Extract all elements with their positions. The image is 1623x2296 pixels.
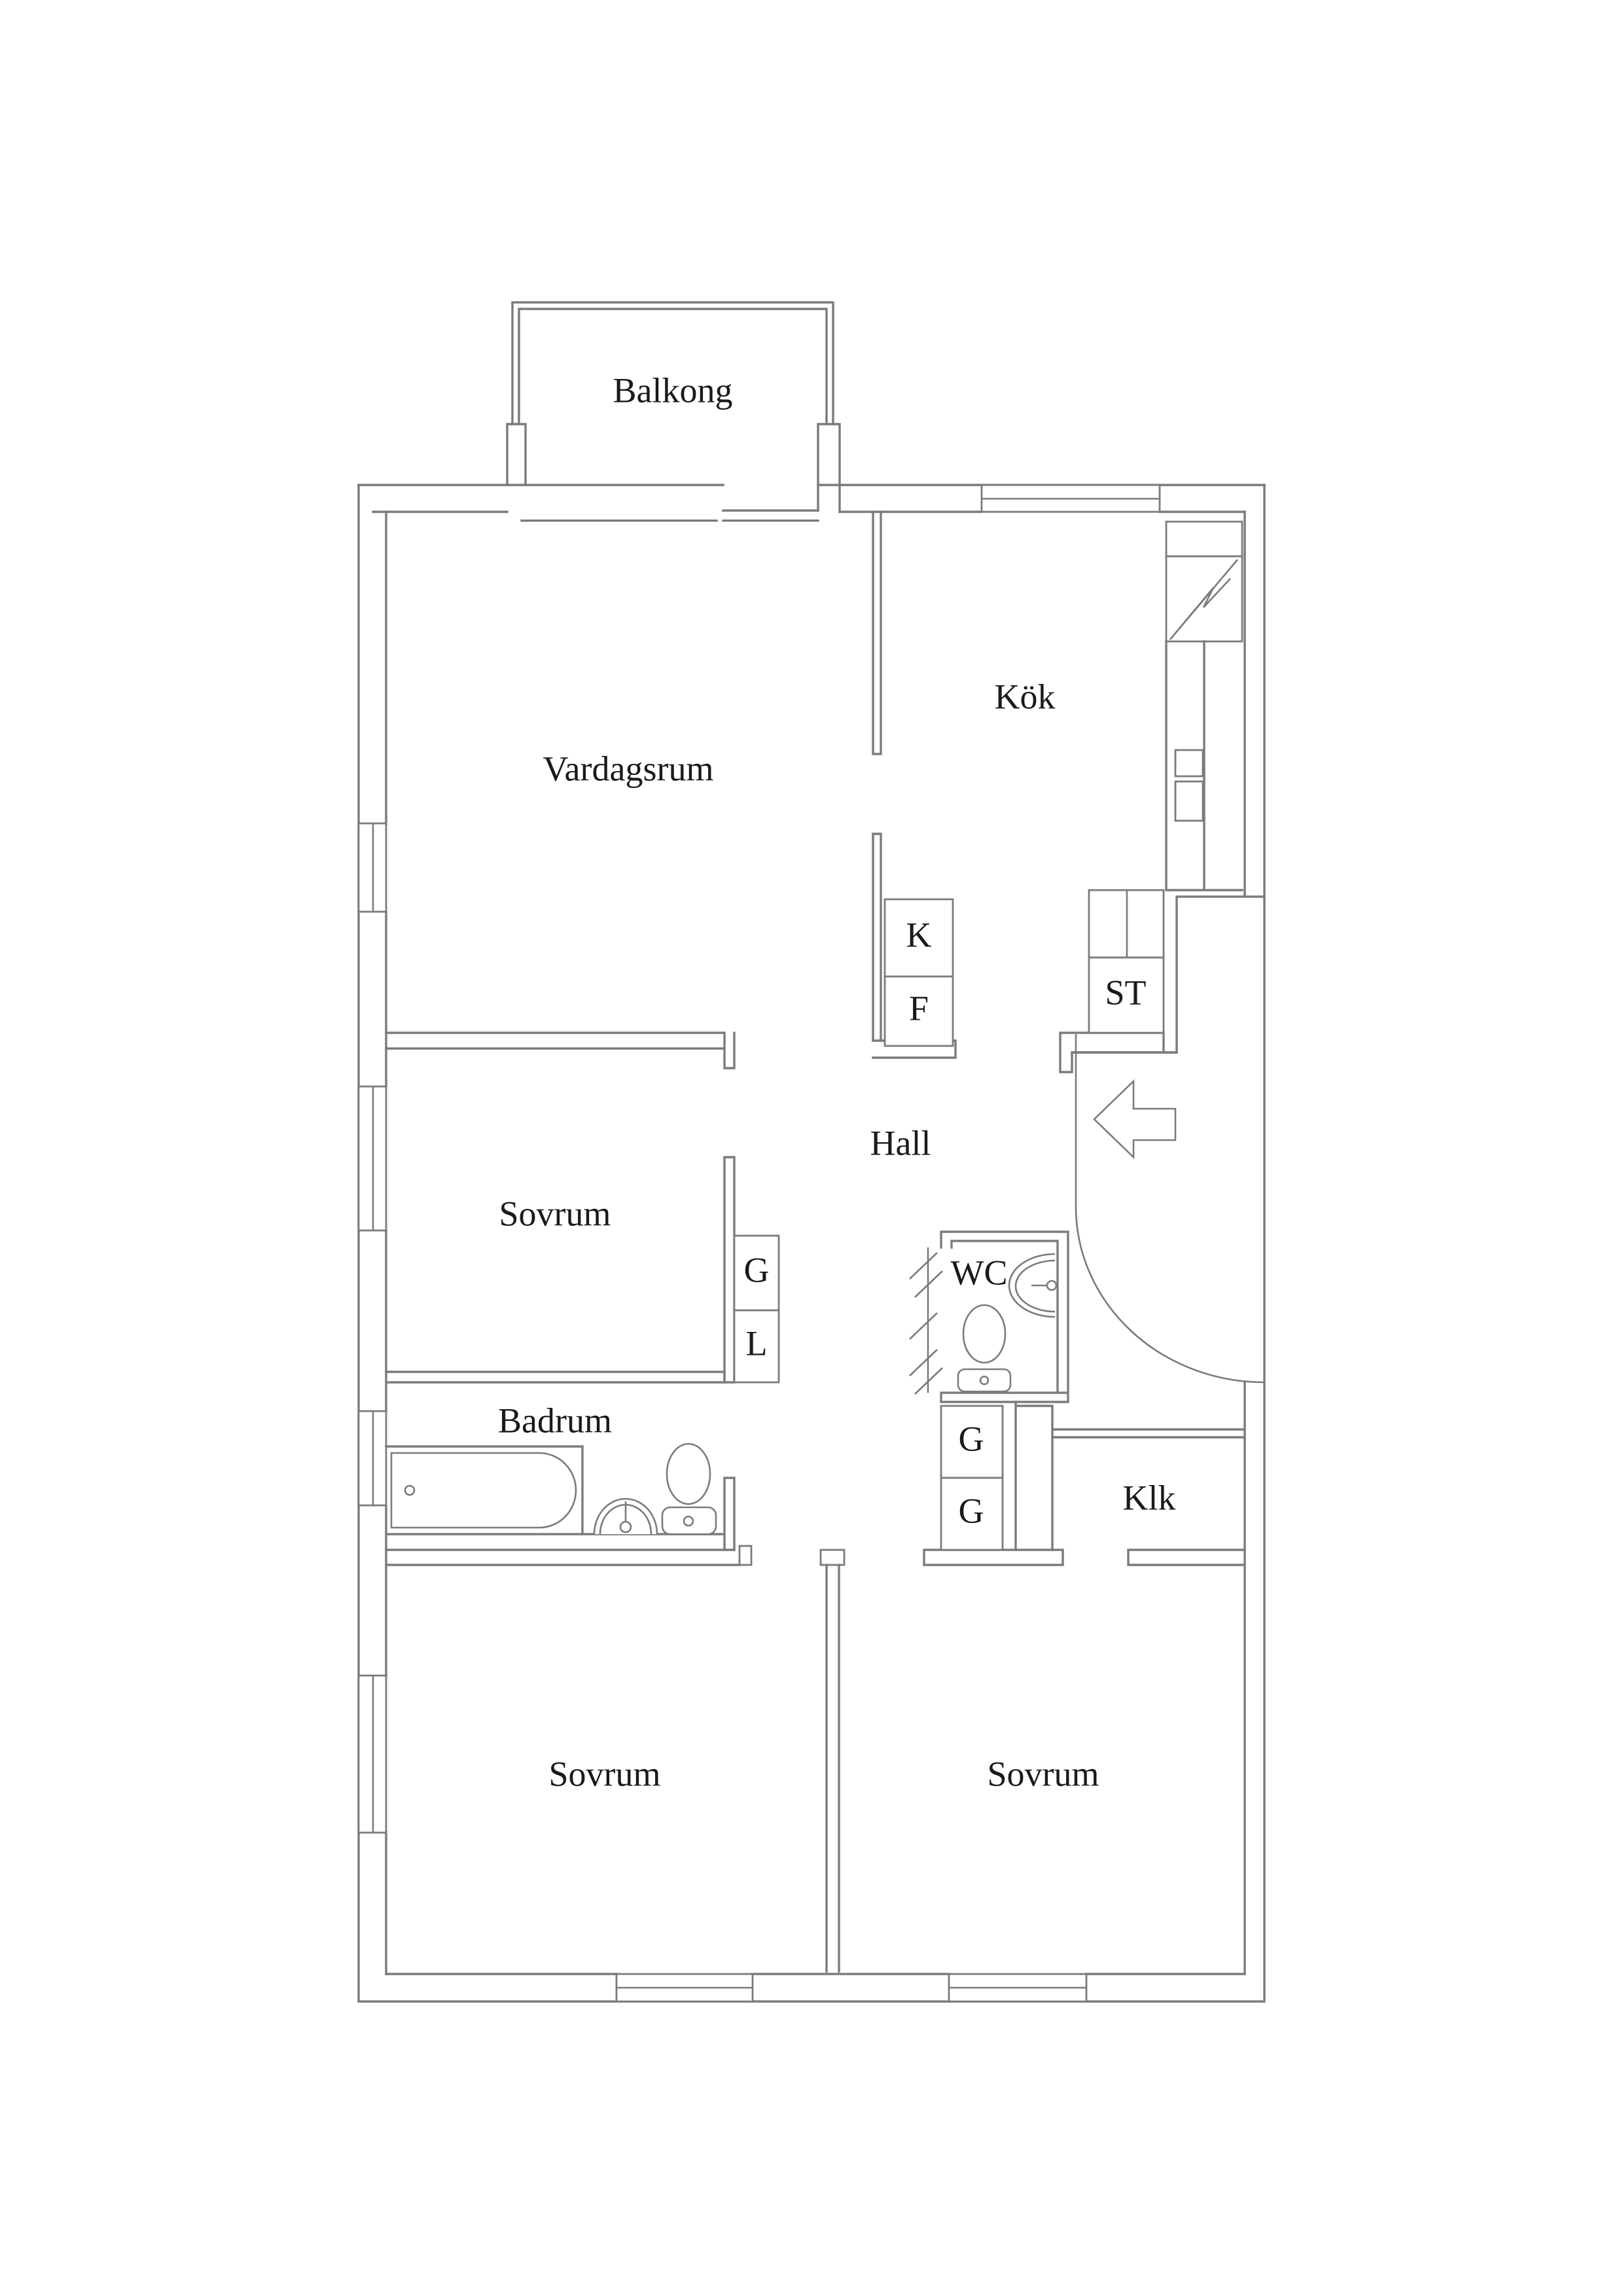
kitchen-appliances <box>1165 520 1243 891</box>
closet-g2-label: G <box>959 1491 984 1530</box>
entrance-arrow-icon <box>1093 1079 1177 1160</box>
room-label-bathroom: Badrum <box>498 1401 612 1440</box>
room-label-bedroom-br: Sovrum <box>987 1754 1099 1793</box>
folding-door-hatch <box>909 1252 943 1395</box>
kitchen-counter <box>1165 640 1243 891</box>
bathroom-fixtures <box>385 1443 717 1535</box>
washbasin-knob <box>619 1520 632 1534</box>
wc-toilet-button <box>979 1375 990 1386</box>
closet-f-label: F <box>909 988 929 1028</box>
room-label-klk: Klk <box>1123 1478 1176 1517</box>
closet-k-label: K <box>906 915 932 954</box>
room-label-bedroom-mid: Sovrum <box>499 1194 611 1233</box>
wc-washbasin-inner <box>1014 1259 1056 1313</box>
entrance <box>1075 1034 1265 1384</box>
closet-gl: G L <box>733 1234 780 1384</box>
room-labels: Balkong Vardagsrum Kök Hall Sovrum WC Ba… <box>498 370 1175 1793</box>
sink-basin-1 <box>1174 749 1204 778</box>
window-bedroom-bl <box>357 1674 387 1834</box>
toilet-bowl <box>666 1443 711 1505</box>
fridge-symbol <box>1165 520 1243 558</box>
closet-kf: K F <box>883 898 954 1047</box>
wc-fixtures <box>909 1247 1058 1395</box>
room-label-kitchen: Kök <box>995 677 1056 716</box>
closet-gg: G G <box>940 1405 1004 1551</box>
closet-st: ST <box>1088 889 1165 1034</box>
room-label-bedroom-bl: Sovrum <box>548 1754 660 1793</box>
window-bedroom-mid <box>357 1085 387 1232</box>
room-label-wc: WC <box>951 1253 1008 1292</box>
bathtub <box>390 1452 577 1529</box>
closet-g-label: G <box>744 1250 770 1289</box>
balcony-outline <box>506 301 841 513</box>
wc-faucet-knob <box>1046 1280 1058 1291</box>
sink-basin-2 <box>1174 780 1204 822</box>
door-swing-arc <box>1075 1206 1265 1384</box>
interior-walls <box>385 511 1246 1973</box>
tub-enclosure <box>385 1445 584 1535</box>
window-bottom-left <box>615 1973 754 2003</box>
window-livingroom <box>357 822 387 913</box>
closet-st-label: ST <box>1105 973 1146 1012</box>
bathtub-drain <box>404 1484 416 1496</box>
room-label-hall: Hall <box>870 1123 931 1162</box>
window-bottom-right <box>948 1973 1088 2003</box>
closet-g1-label: G <box>959 1419 984 1458</box>
window-kitchen <box>980 484 1161 513</box>
lightning-bolt-icon <box>1169 559 1238 640</box>
windows <box>357 484 1161 2003</box>
room-label-balcony: Balkong <box>613 370 733 410</box>
toilet-button <box>683 1515 694 1527</box>
exterior-walls <box>357 484 1266 2003</box>
closet-l-label: L <box>746 1323 768 1363</box>
wc-toilet-bowl <box>962 1304 1007 1364</box>
room-label-livingroom: Vardagsrum <box>543 749 714 788</box>
window-bathroom <box>357 1410 387 1507</box>
